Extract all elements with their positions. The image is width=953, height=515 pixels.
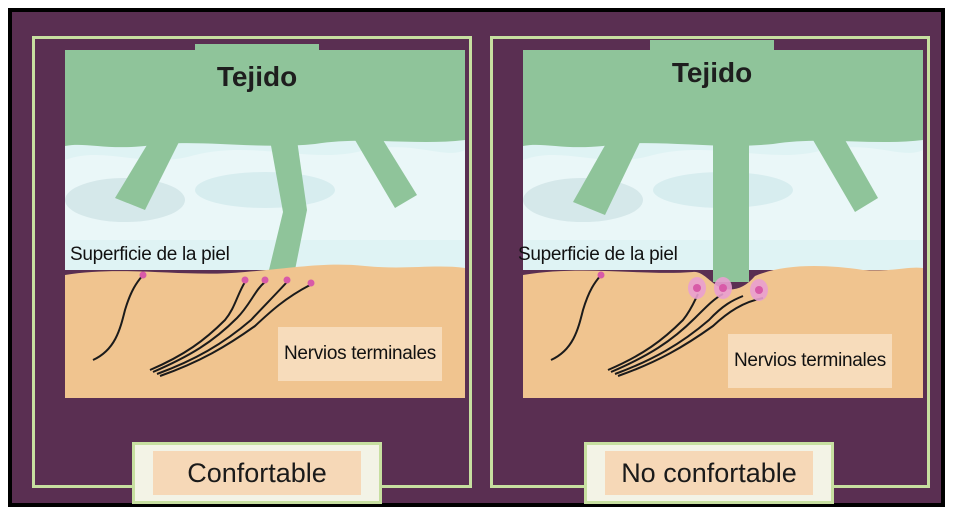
tissue-label: Tejido xyxy=(650,40,774,106)
diagram-frame: Tejido Superficie de la piel Nervios ter… xyxy=(8,8,945,507)
tissue-label: Tejido xyxy=(195,44,319,110)
nerve-endings-label: Nervios terminales xyxy=(278,327,442,381)
caption-comfortable: Confortable xyxy=(132,442,382,504)
tissue-fiber xyxy=(713,140,749,282)
skin-surface-label: Superficie de la piel xyxy=(70,244,230,266)
caption-text: No confortable xyxy=(605,451,813,495)
skin-surface-label: Superficie de la piel xyxy=(518,244,678,266)
caption-not-comfortable: No confortable xyxy=(584,442,834,504)
nerve-endings-label: Nervios terminales xyxy=(728,334,892,388)
caption-text: Confortable xyxy=(153,451,361,495)
diagram-background: Tejido Superficie de la piel Nervios ter… xyxy=(12,12,941,503)
